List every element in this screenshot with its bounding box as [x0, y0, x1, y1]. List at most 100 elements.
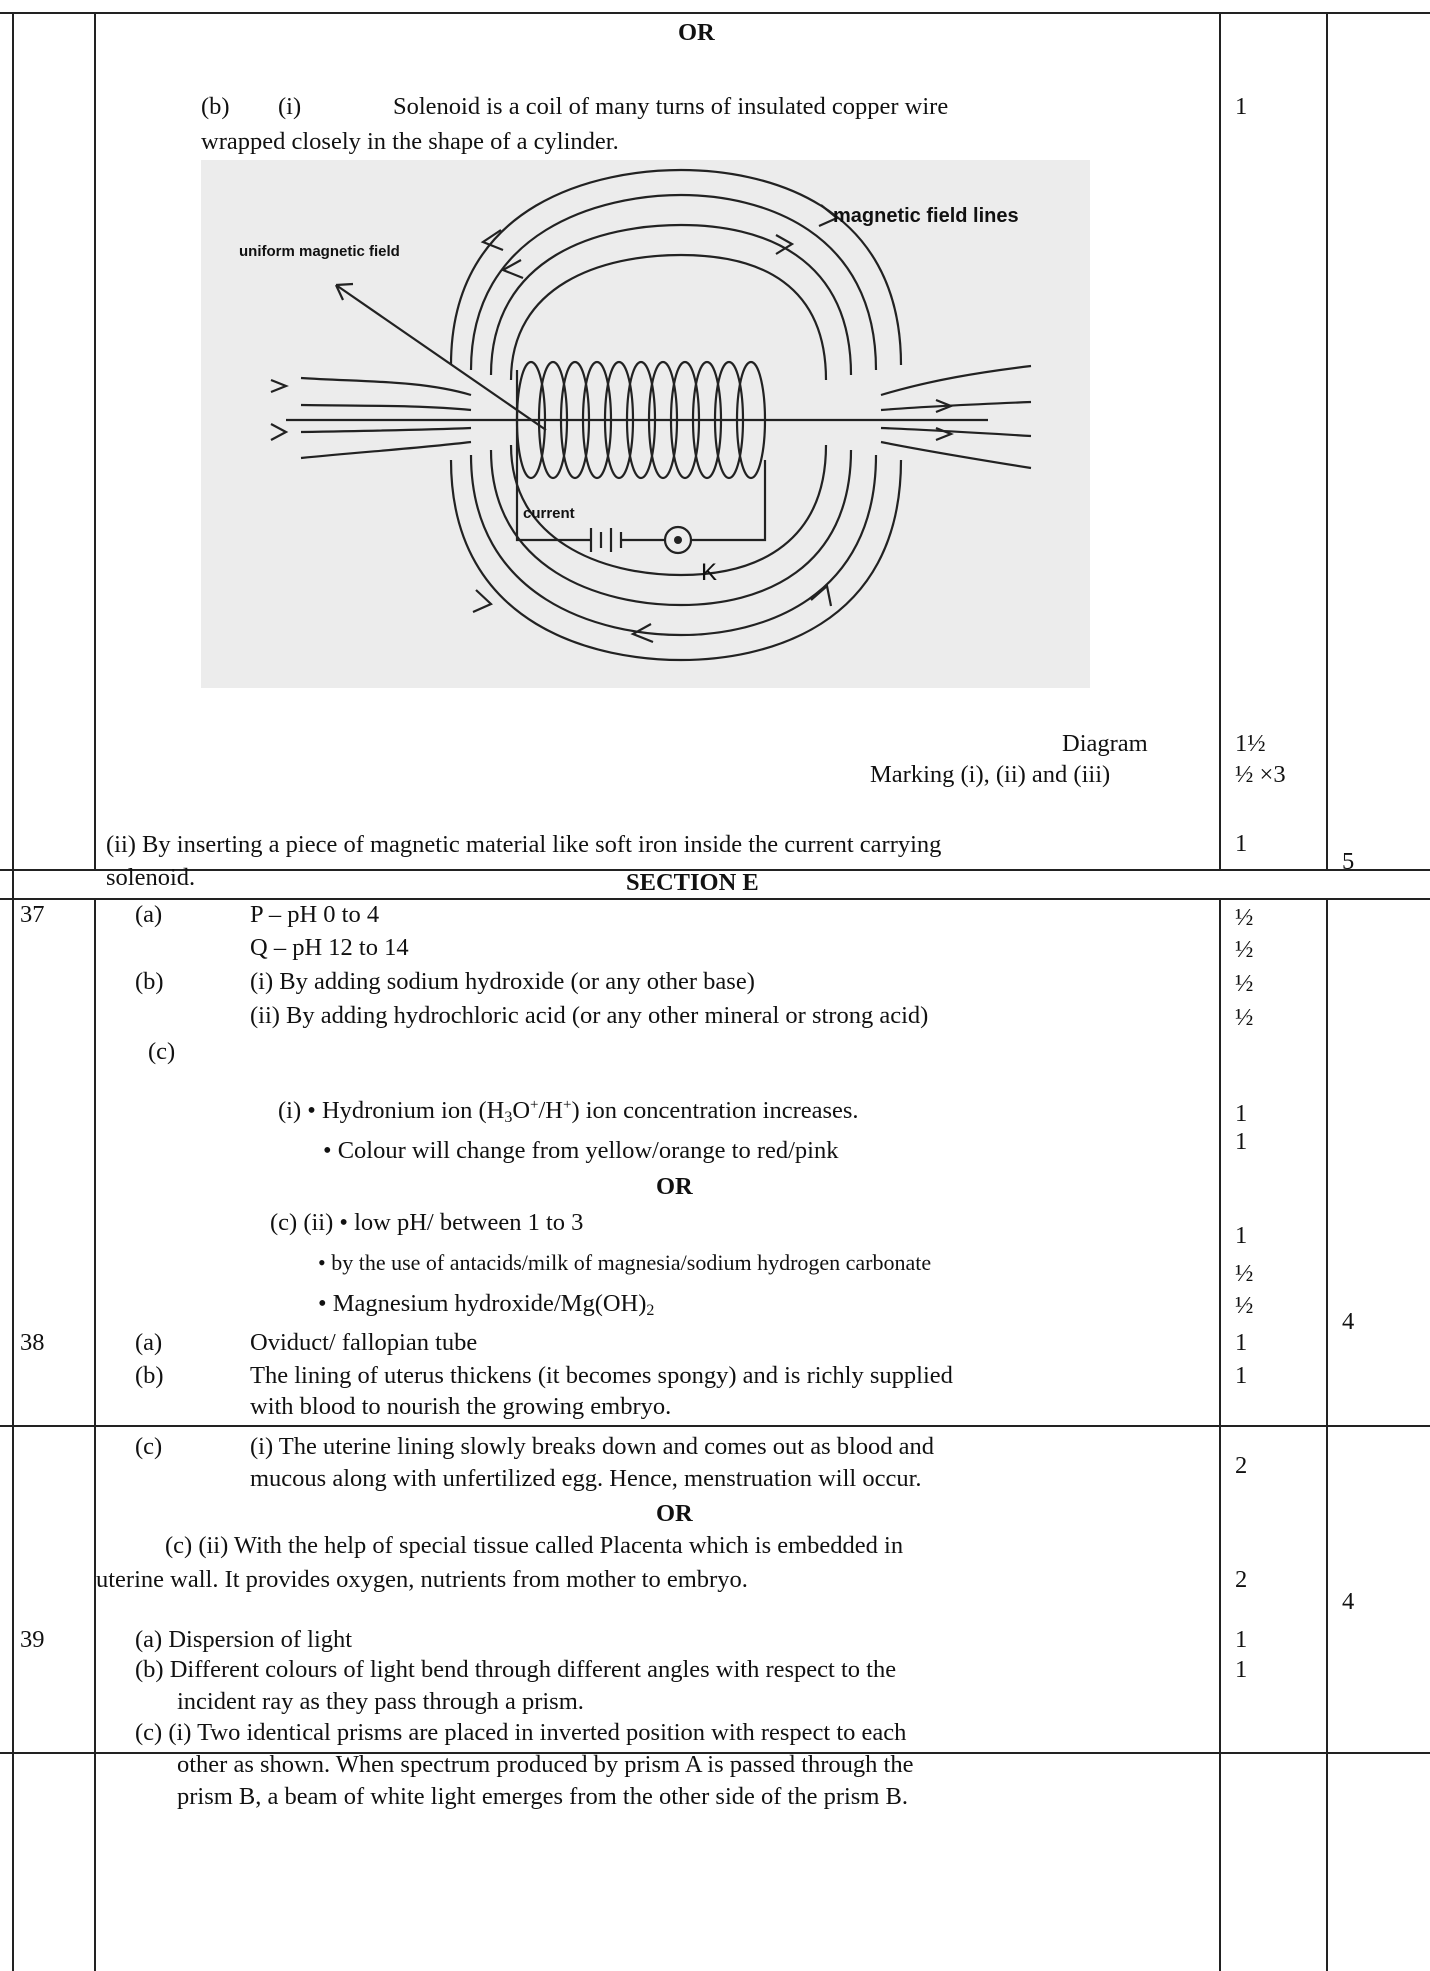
field-line-left-2 [300, 403, 472, 412]
direction-arrow [270, 423, 289, 441]
q37-a1: P – pH 0 to 4 [250, 901, 380, 928]
marking-caption: Marking (i), (ii) and (iii) [870, 761, 1111, 788]
field-line-top-2 [469, 193, 878, 371]
or-heading: OR [678, 19, 715, 46]
diagram-background [201, 160, 1090, 688]
q39-b-mark: 1 [1235, 1656, 1248, 1683]
direction-arrow [935, 426, 954, 442]
q38-b-line2: with blood to nourish the growing embryo… [250, 1393, 672, 1420]
direction-arrow [935, 398, 954, 414]
q37-cii-line2: • by the use of antacids/milk of magnesi… [318, 1250, 932, 1275]
coil-turn [537, 360, 569, 480]
field-line-top-outer [449, 168, 903, 366]
q38-cii-line2: uterine wall. It provides oxygen, nutrie… [96, 1566, 748, 1593]
solenoid-diagram: uniform magnetic field magnetic field li… [201, 160, 1090, 688]
q39-c-line1: (c) (i) Two identical prisms are placed … [135, 1719, 907, 1746]
field-line-left-4 [300, 440, 472, 460]
q37-b1: (i) By adding sodium hydroxide (or any o… [250, 968, 755, 995]
q38-a: Oviduct/ fallopian tube [250, 1329, 478, 1356]
field-line-top-3 [489, 223, 853, 376]
q37-label-b: (b) [135, 968, 164, 995]
diagram-caption: Diagram [1062, 730, 1148, 757]
field-line-top-4 [509, 253, 828, 381]
q38-total-marks: 4 [1342, 1588, 1355, 1615]
coil-turn [625, 360, 657, 480]
section-e-heading: SECTION E [626, 869, 759, 896]
uniform-field-arrowhead [335, 282, 354, 301]
q39-a-mark: 1 [1235, 1626, 1248, 1653]
field-line-right-1 [880, 364, 1032, 397]
direction-arrow [472, 589, 493, 614]
direction-arrow [500, 259, 524, 280]
diagram-label-uniform-field: uniform magnetic field [239, 243, 400, 260]
coil-turn [603, 360, 635, 480]
q38-c-line1: (i) The uterine lining slowly breaks dow… [250, 1433, 935, 1460]
direction-arrow [480, 229, 504, 252]
row-divider-section-e-top [0, 869, 1430, 871]
row-divider-section-e-bottom [0, 898, 1430, 900]
coil-turn [735, 360, 767, 480]
q36b-ii-mark: 1 [1235, 830, 1248, 857]
q36b-definition-line1: Solenoid is a coil of many turns of insu… [393, 93, 949, 120]
q38-cii-mark: 2 [1235, 1566, 1248, 1593]
col-border-qno [94, 12, 96, 870]
diagram-mark: 1½ [1235, 730, 1266, 757]
field-line-left-3 [300, 426, 472, 434]
q37-label-c: (c) [148, 1038, 176, 1065]
field-line-right-4 [880, 440, 1032, 470]
q36b-definition-mark: 1 [1235, 93, 1248, 120]
q37-b2: (ii) By adding hydrochloric acid (or any… [250, 1002, 929, 1029]
q38-label-b: (b) [135, 1362, 164, 1389]
direction-arrow [818, 204, 840, 228]
q36-total-marks: 5 [1342, 848, 1355, 875]
q37-ci-line1: (i) • Hydronium ion (H3O+/H+) ion concen… [278, 1097, 859, 1126]
field-line-right-2 [880, 400, 1032, 412]
q38-number: 38 [20, 1329, 45, 1356]
direction-arrow [775, 234, 795, 255]
field-line-bottom-4 [509, 444, 828, 577]
q38-c-line2: mucous along with unfertilized egg. Henc… [250, 1465, 922, 1492]
q38-cii-line1: (c) (ii) With the help of special tissue… [165, 1532, 904, 1559]
q38-label-c: (c) [135, 1433, 163, 1460]
q36b-ii-line1: (ii) By inserting a piece of magnetic ma… [106, 831, 942, 858]
q36b-label-b: (b) [201, 93, 230, 120]
marking-mark: ½ ×3 [1235, 761, 1286, 788]
q38-b-mark: 1 [1235, 1362, 1248, 1389]
q37-a1-mark: ½ [1235, 904, 1254, 931]
q36b-ii-line2: solenoid. [106, 864, 196, 891]
q37-cii3-mark: ½ [1235, 1292, 1254, 1319]
circuit-wire-right [691, 460, 767, 542]
q37-cii-line1: (c) (ii) • low pH/ between 1 to 3 [270, 1209, 584, 1236]
uniform-field-pointer [335, 284, 547, 431]
q37-or-heading: OR [656, 1173, 693, 1200]
col-border-qno-lower [94, 898, 96, 1971]
q37-b2-mark: ½ [1235, 1004, 1254, 1031]
q38-b-line1: The lining of uterus thickens (it become… [250, 1362, 953, 1389]
q38-c-mark: 2 [1235, 1452, 1248, 1479]
q39-c-line2: other as shown. When spectrum produced b… [177, 1751, 914, 1778]
direction-arrow [630, 623, 654, 644]
q39-b-line2: incident ray as they pass through a pris… [177, 1688, 584, 1715]
q37-ci-mark: 1 [1235, 1100, 1248, 1127]
q37-b1-mark: ½ [1235, 970, 1254, 997]
row-divider-39 [0, 1752, 1430, 1754]
col-border-marks-lower [1219, 898, 1221, 1971]
coil-turn [581, 360, 613, 480]
key-dot [674, 536, 682, 544]
col-border-marks [1219, 12, 1221, 870]
q37-label-a: (a) [135, 901, 163, 928]
q37-cii2-mark: ½ [1235, 1260, 1254, 1287]
field-line-left-1 [300, 376, 472, 397]
q37-a2-mark: ½ [1235, 936, 1254, 963]
table-top-border [0, 12, 1430, 14]
coil-turn [559, 360, 591, 480]
q39-a: (a) Dispersion of light [135, 1626, 353, 1653]
key-symbol [663, 525, 693, 555]
q36b-definition-line2: wrapped closely in the shape of a cylind… [201, 128, 619, 155]
coil-turn [691, 360, 723, 480]
q37-cii-line3: • Magnesium hydroxide/Mg(OH)2 [318, 1290, 655, 1319]
coil-turn [669, 360, 701, 480]
circuit-wire [515, 370, 591, 542]
q38-a-mark: 1 [1235, 1329, 1248, 1356]
field-line-bottom-outer [449, 459, 903, 662]
